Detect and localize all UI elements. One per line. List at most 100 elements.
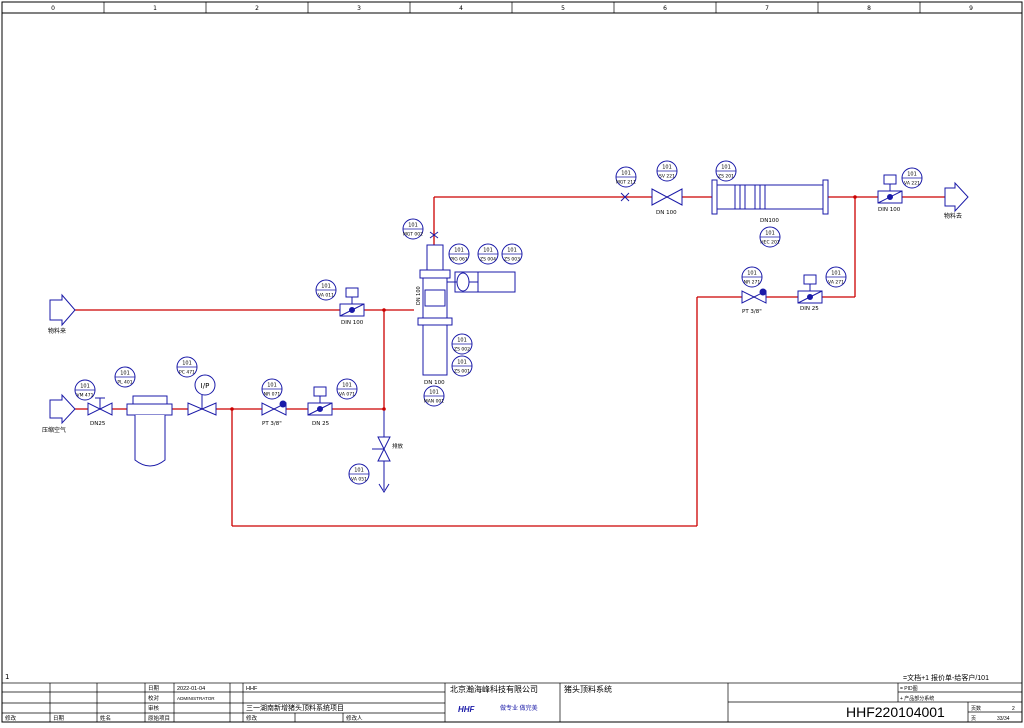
- instrument-tag: HEC 201: [760, 240, 780, 246]
- code-small: HHF: [246, 686, 258, 692]
- instrument-bubble-zs201: 101 ZS 201: [715, 160, 737, 182]
- control-valve: [187, 374, 217, 416]
- column-label: 0: [51, 5, 55, 12]
- instrument-tag: ZS 201: [718, 174, 734, 180]
- air-ball-valve: [87, 397, 113, 416]
- drain-valve: [372, 409, 391, 493]
- equipment-label-dn25-1: DN 25: [312, 421, 330, 427]
- instrument-tag: VM 471: [77, 393, 94, 399]
- instrument-loop: 101: [267, 383, 277, 389]
- instrument-loop: 101: [831, 271, 841, 277]
- column-label: 2: [255, 5, 259, 12]
- instrument-tag: PL 401: [117, 380, 132, 386]
- equipment-label-pt2: PT 3/8": [742, 309, 762, 315]
- rev-col-4: 原始项目: [148, 714, 170, 722]
- company-name: 北京瀚海峰科技有限公司: [450, 684, 538, 694]
- instrument-loop: 101: [321, 284, 331, 290]
- equipment-label-dn100-heater: DN100: [760, 218, 779, 224]
- rev-col-2: 日期: [53, 715, 65, 722]
- pid-note: = PID图: [900, 686, 918, 692]
- solenoid-valve-outlet: [877, 174, 903, 204]
- project-name: 三一湖南新增猪头顶料系统项目: [246, 703, 344, 712]
- title-block: [1, 682, 1023, 723]
- column-label: 5: [561, 5, 565, 12]
- instrument-tag: ZS 003: [504, 257, 520, 263]
- instrument-tag: SV 221: [659, 174, 675, 180]
- check-value: ADMINISTRATOR: [177, 696, 215, 701]
- instrument-loop: 101: [342, 383, 352, 389]
- rev-col-3: 姓名: [100, 714, 111, 722]
- instrument-loop: 101: [721, 165, 731, 171]
- instrument-loop: 101: [662, 165, 672, 171]
- equipment-label-dn100-vert: DN 100: [416, 286, 422, 305]
- solenoid-valve-2: [797, 274, 823, 304]
- company-slogan: 做专业 做完美: [500, 704, 538, 712]
- instrument-loop: 101: [80, 384, 90, 390]
- instrument-bubble-zs004: 101 ZS 004: [477, 243, 499, 265]
- row-marker: 1: [5, 673, 9, 681]
- product-note: + 产品部分系统: [900, 695, 934, 702]
- equipment-label-dn100-out: DIN 100: [878, 207, 901, 213]
- instrument-tag: ZS 002: [454, 347, 470, 353]
- junction-dots: [230, 195, 857, 411]
- instrument-tag: ZS 001: [454, 369, 470, 375]
- date-label: 日期: [148, 685, 160, 692]
- equipment-label-ip: I/P: [201, 382, 210, 390]
- solenoid-valve-inlet: [339, 287, 365, 317]
- instrument-tag: VA 071: [339, 392, 355, 398]
- instrument-bubble-va051: 101 VA 051: [348, 463, 370, 485]
- vertical-pump-unit: [417, 231, 516, 376]
- instrument-loop: 101: [429, 390, 439, 396]
- check-valve-2: [741, 288, 767, 304]
- instrument-tag: PIG 061: [450, 257, 468, 263]
- equipment-label-dn100-pump: DN 100: [424, 380, 445, 386]
- date-value: 2022-01-04: [177, 686, 205, 692]
- equipment-label-dn25-air: DN25: [90, 421, 106, 427]
- title-block-text: 修改 日期 姓名 原始项目 修改 修改人 日期 2022-01-04 校对 AD…: [5, 673, 1015, 722]
- instrument-bubble-zs003: 101 ZS 003: [501, 243, 523, 265]
- stream-compressed-air: 压缩空气: [42, 426, 66, 434]
- instrument-loop: 101: [507, 248, 517, 254]
- rev-col-1: 修改: [5, 714, 17, 722]
- sight-glass: [620, 192, 630, 202]
- drawing-number: HHF220104001: [846, 704, 945, 720]
- equipment-layer: [49, 174, 969, 493]
- instrument-loop: 101: [765, 231, 775, 237]
- heater-tube: [711, 179, 829, 215]
- instrument-loop: 101: [483, 248, 493, 254]
- instrument-loop: 101: [182, 361, 192, 367]
- equipment-label-dn25-2: DIN 25: [800, 306, 819, 312]
- check-valve-1: [261, 400, 287, 416]
- company-logo: HHF: [458, 705, 476, 714]
- instrument-loop: 101: [621, 171, 631, 177]
- stream-material-out: 物料去: [944, 212, 962, 220]
- rev-col-5: 修改: [246, 714, 258, 722]
- stream-material-in: 物料来: [48, 327, 66, 335]
- instrument-loop: 101: [354, 468, 364, 474]
- solenoid-valve-1: [307, 386, 333, 416]
- instrument-tag: ZS 004: [480, 257, 496, 263]
- instrument-bubble-zs001: 101 ZS 001: [451, 355, 473, 377]
- column-label: 8: [867, 5, 871, 12]
- air-inlet-arrow: [49, 393, 76, 425]
- equipment-label-drain: 排放: [392, 442, 404, 450]
- instrument-tag: MAN 001: [424, 399, 444, 405]
- instrument-tag: NR 271: [744, 280, 761, 286]
- page-count: 2: [1012, 706, 1015, 712]
- instrument-loop: 101: [408, 223, 418, 229]
- instrument-tag: VA 051: [351, 477, 367, 483]
- instrument-loop: 101: [457, 360, 467, 366]
- column-label: 4: [459, 5, 463, 12]
- sheet-value: 33/34: [997, 716, 1010, 722]
- sheet-label: 页: [971, 716, 976, 722]
- instrument-loop: 101: [907, 172, 917, 178]
- review-label: 审核: [148, 704, 160, 712]
